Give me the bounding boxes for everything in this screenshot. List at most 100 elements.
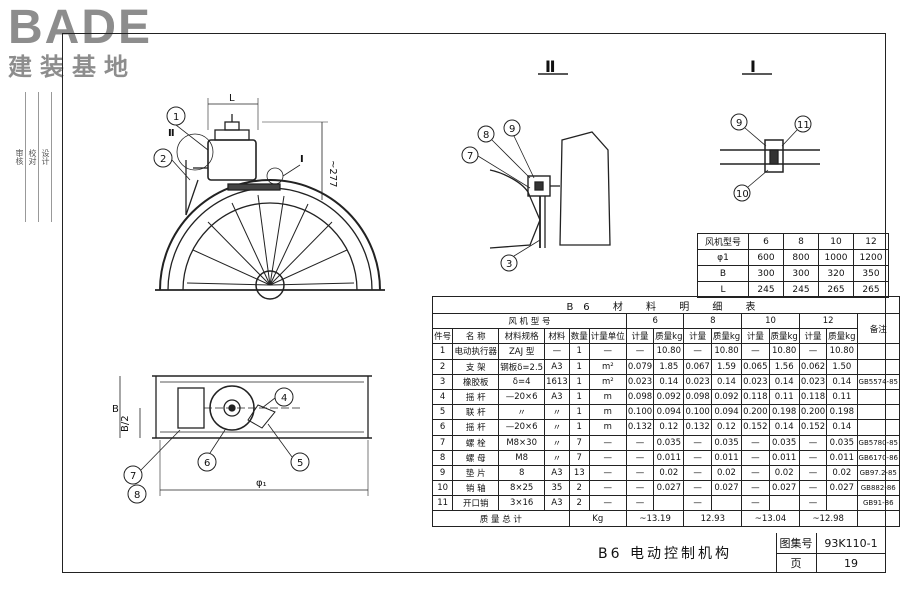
bom-cell: 钢板δ=2.5 (498, 358, 546, 375)
bom-cell: 0.02 (653, 464, 685, 482)
bom-cell: m (588, 404, 627, 421)
bom-cell: 10.80 (768, 343, 800, 360)
bom-cell: 0.027 (826, 480, 858, 497)
bom-cell: 0.094 (653, 404, 685, 421)
bom-cell (826, 495, 858, 512)
bom-total-row: 质 量 总 计 Kg ~13.19 12.93 ~13.04 ~12.98 (432, 510, 900, 527)
bom-cell: 0.079 (625, 358, 655, 375)
elevation-view (153, 98, 385, 300)
bom-cell: — (683, 434, 712, 451)
bom-cell: 0.11 (826, 388, 858, 406)
plan-part-4: 4 (281, 393, 287, 404)
bom-cell: 摇 杆 (452, 419, 500, 436)
bom-cell: 0.132 (683, 419, 712, 436)
title-block: B6 电动控制机构 图集号 93K110-1 页 19 (554, 533, 886, 573)
bom-cell: 0.14 (768, 373, 800, 390)
bom-cell: m (588, 388, 627, 406)
bom-cell: 0.100 (625, 404, 655, 421)
bom-total-label: 质 量 总 计 (432, 510, 570, 527)
bom-cell: 电动执行器 (452, 343, 500, 360)
bom-cell: — (625, 434, 655, 451)
bom-cell (653, 495, 685, 512)
section-I-title: Ⅰ (750, 57, 756, 76)
bom-cell: 0.027 (710, 480, 743, 497)
bom-cell: — (544, 343, 570, 360)
signoff-review: 审核 (13, 92, 26, 222)
elev-dim-L: L (229, 93, 235, 104)
bom-cell: — (588, 449, 627, 466)
bom-cell: 0.035 (710, 434, 743, 451)
atlas-value: 93K110-1 (816, 533, 886, 554)
bom-cell: 摇 杆 (452, 388, 500, 406)
bom-cell: 1 (568, 419, 590, 436)
bom-cell: 10.80 (710, 343, 743, 360)
detailII-part-9: 9 (509, 124, 515, 135)
bom-cell: 1.56 (768, 358, 800, 375)
detailI-part-10: 10 (736, 189, 749, 200)
bom-total-12: ~12.98 (798, 510, 858, 527)
bom-cell: 8 (431, 449, 454, 466)
bom-cell: — (798, 464, 828, 482)
bom-cell: GB5780-85 (856, 434, 900, 451)
bom-cell: A3 (544, 358, 570, 375)
bom-cell: — (683, 495, 712, 512)
page-label: 页 (776, 553, 817, 573)
bom-cell: 0.14 (710, 373, 743, 390)
bom-cell: — (683, 343, 712, 360)
bom-cell: 0.092 (710, 388, 743, 406)
bom-cell: A3 (544, 464, 570, 482)
bom-cell: 〃 (544, 404, 570, 421)
logo: BADE 建装基地 (8, 4, 178, 81)
bom-cell: 0.011 (826, 449, 858, 466)
elev-part-2: 2 (160, 154, 166, 165)
bom-cell: 0.11 (768, 388, 800, 406)
bom-cell: 10 (431, 480, 454, 497)
bom-cell: A3 (544, 388, 570, 406)
bom-total-unit: Kg (568, 510, 627, 527)
bom-cell: 销 轴 (452, 480, 500, 497)
bom-cell (856, 404, 900, 421)
bom-cell: 8 (498, 464, 546, 482)
bom-cell: — (798, 480, 828, 497)
plan-dim-B2: B/2 (120, 415, 131, 432)
bom-cell: — (683, 464, 712, 482)
bom-cell: 〃 (544, 434, 570, 451)
signoff-check: 校对 (26, 92, 39, 222)
bom-cell: GB91-86 (856, 495, 900, 512)
bom-cell: — (741, 343, 770, 360)
plan-dim-B: B (112, 404, 119, 415)
bom-cell: GB6170-86 (856, 449, 900, 466)
detailI-part-9: 9 (736, 118, 742, 129)
bom-cell: — (625, 343, 655, 360)
bom-cell: 13 (568, 464, 590, 482)
bom-cell: 1613 (544, 373, 570, 390)
bom-cell: 0.02 (710, 464, 743, 482)
bom-cell: 0.02 (826, 464, 858, 482)
bom-cell: 0.035 (826, 434, 858, 451)
bom-cell: 0.023 (683, 373, 712, 390)
bom-cell: M8 (498, 449, 546, 466)
bom-cell: M8×30 (498, 434, 546, 451)
bom-cell: 1.50 (826, 358, 858, 375)
bom-cell: 螺 母 (452, 449, 500, 466)
bom-title: B6 材 料 明 细 表 (432, 296, 900, 314)
bom-cell: — (588, 464, 627, 482)
bom-cell: 0.062 (798, 358, 828, 375)
bom-cell: 0.198 (826, 404, 858, 421)
bom-cell: 35 (544, 480, 570, 497)
bom-cell: — (588, 480, 627, 497)
bom-total-10: ~13.04 (741, 510, 800, 527)
bom-cell: — (625, 464, 655, 482)
elev-part-1: 1 (173, 112, 179, 123)
bom-title-row: B6 材 料 明 细 表 (432, 296, 900, 314)
bom-cell: 4 (431, 388, 454, 406)
bom-cell: 7 (568, 434, 590, 451)
bom-cell: 垫 片 (452, 464, 500, 482)
page-value: 19 (844, 556, 858, 570)
bom-cell: 1 (431, 343, 454, 360)
plan-view (119, 375, 372, 504)
